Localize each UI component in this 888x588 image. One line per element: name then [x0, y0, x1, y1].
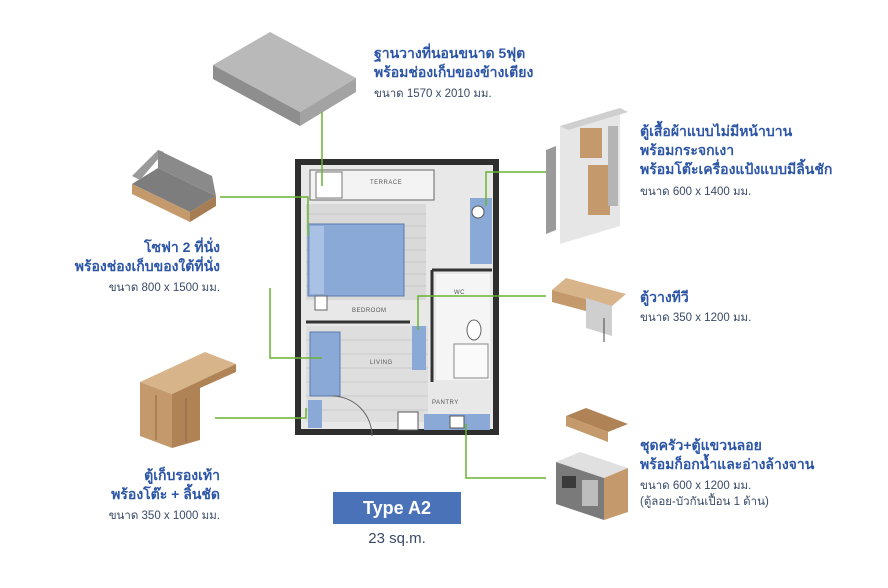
wardrobe-illustration [546, 108, 628, 244]
sofa-size: ขนาด 800 x 1500 มม. [108, 282, 220, 294]
kitchen-title: ชุดครัว+ตู้แขวนลอย พร้อมก็อกน้ำและอ่างล้… [640, 437, 815, 472]
shoe-cabinet-size: ขนาด 350 x 1000 มม. [108, 510, 220, 522]
unit-type-badge: Type A2 [333, 492, 461, 524]
tv-title: ตู้วางทีวี [640, 289, 689, 305]
unit-area: 23 sq.m. [368, 530, 426, 547]
shoe-cabinet-illustration [140, 352, 236, 448]
bed-size: ขนาด 1570 x 2010 มม. [374, 88, 492, 100]
kitchen-size: ขนาด 600 x 1200 มม. (ตู้ลอย-บัวกันเปื้อน… [640, 480, 769, 508]
sofa-title: โซฟา 2 ที่นั่ง พร้องช่องเก็บของใต้ที่นั่… [74, 239, 220, 274]
tv-size: ขนาด 350 x 1200 มม. [640, 312, 752, 324]
kitchen-illustration [556, 408, 628, 520]
bed-illustration [213, 32, 356, 126]
plan-label-pantry: PANTRY [432, 400, 459, 406]
tv-cabinet-illustration [552, 278, 626, 342]
floor-plan [295, 159, 499, 437]
shoe-cabinet-title: ตู้เก็บรองเท้า พร้องโต๊ะ + ลิ้นชัด [111, 467, 220, 502]
plan-label-terrace: TERRACE [370, 180, 403, 186]
leader-lines [215, 112, 546, 479]
plan-label-living: LIVING [370, 360, 393, 366]
plan-label-bedroom: BEDROOM [352, 308, 387, 314]
wardrobe-title: ตู้เสื้อผ้าแบบไม่มีหน้าบาน พร้อมกระจกเงา… [640, 123, 833, 177]
bed-title: ฐานวางที่นอนขนาด 5ฟุต พร้อมช่องเก็บของข้… [374, 45, 534, 80]
plan-label-wc: WC [454, 290, 465, 296]
sofa-illustration [132, 150, 216, 222]
wardrobe-size: ขนาด 600 x 1400 มม. [640, 186, 752, 198]
